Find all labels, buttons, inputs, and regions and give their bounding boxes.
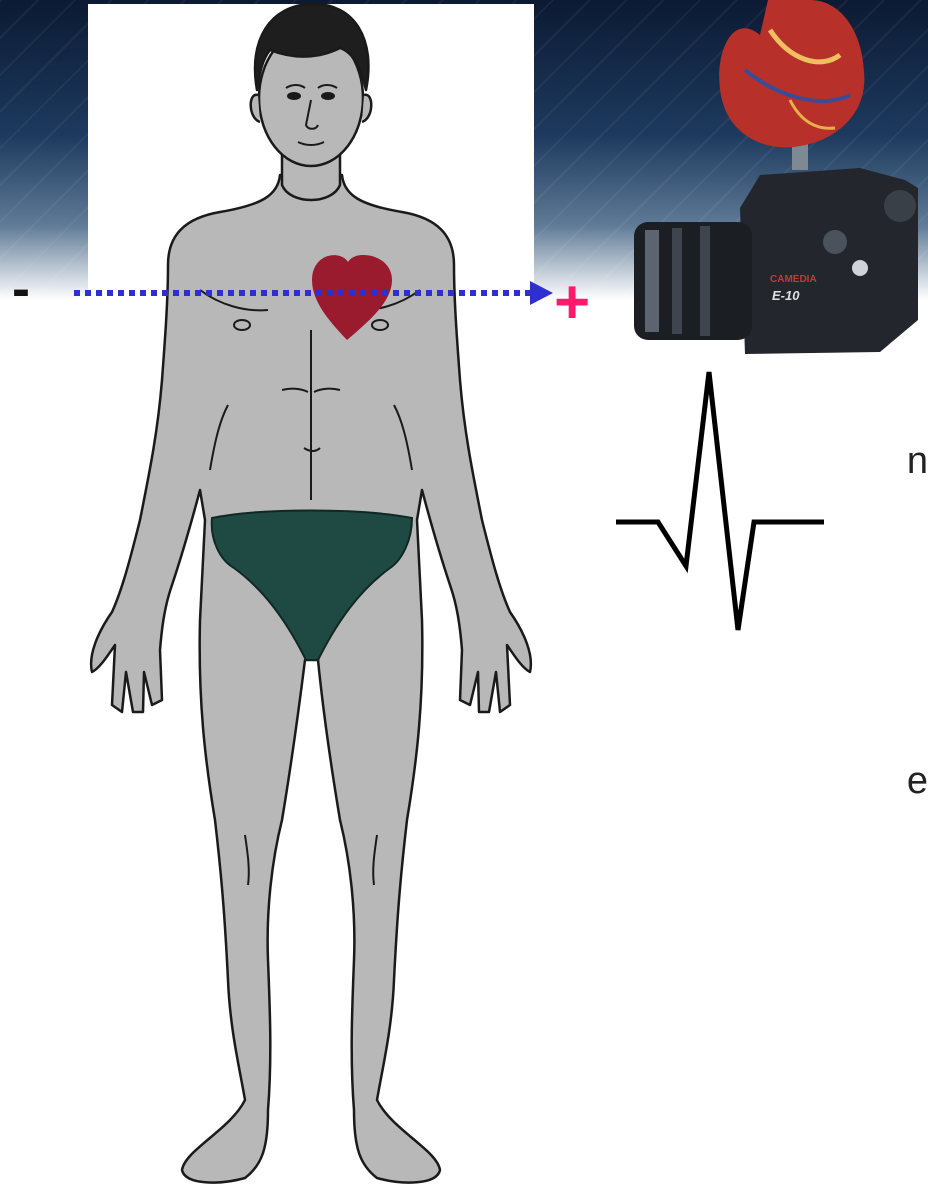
camera-brand-text: CAMEDIA <box>770 274 817 285</box>
negative-electrode-label: - <box>12 262 30 316</box>
ecg-waveform <box>616 372 824 630</box>
camera-icon: CAMEDIA E-10 <box>634 168 918 354</box>
heart-model-icon <box>719 0 864 170</box>
positive-electrode-label: + <box>554 272 590 334</box>
camera-model-text: E-10 <box>772 288 800 303</box>
